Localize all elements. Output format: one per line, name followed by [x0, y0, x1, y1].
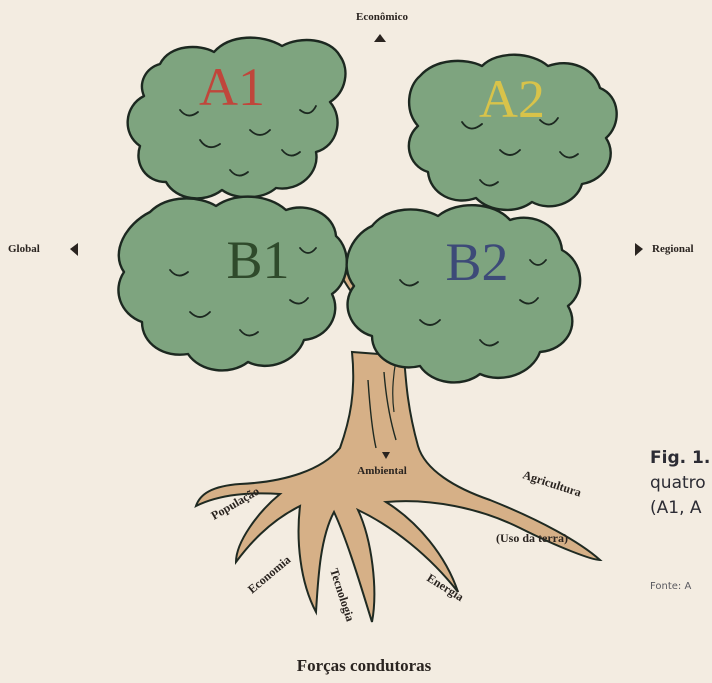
diagram-footer-title: Forças condutoras	[297, 656, 432, 675]
quadrant-label-b1: B1	[226, 230, 289, 290]
figure-caption-line-3: (A1, A	[650, 496, 712, 521]
left-arrow-icon	[70, 243, 78, 256]
right-arrow-icon	[635, 243, 643, 256]
root-label-land-use: (Uso da terra)	[496, 531, 568, 545]
axis-label-global: Global	[8, 243, 40, 255]
quadrant-label-a2: A2	[479, 69, 545, 129]
axis-label-economic: Econômico	[356, 11, 408, 23]
figure-caption: Fig. 1. quatro (A1, A	[650, 446, 712, 521]
up-arrow-icon	[374, 34, 386, 42]
root-label-economy: Economia	[245, 553, 293, 597]
quadrant-label-a1: A1	[199, 57, 265, 117]
figure-number: Fig. 1.	[650, 448, 710, 468]
figure-source: Fonte: A	[650, 581, 691, 592]
quadrant-label-b2: B2	[445, 232, 508, 292]
axis-label-environmental: Ambiental	[357, 465, 407, 477]
root-label-technology: Tecnologia	[327, 567, 357, 624]
root-label-agriculture: Agricultura	[521, 468, 583, 500]
figure-caption-line-2: quatro	[650, 471, 712, 496]
axis-label-regional: Regional	[652, 243, 694, 255]
